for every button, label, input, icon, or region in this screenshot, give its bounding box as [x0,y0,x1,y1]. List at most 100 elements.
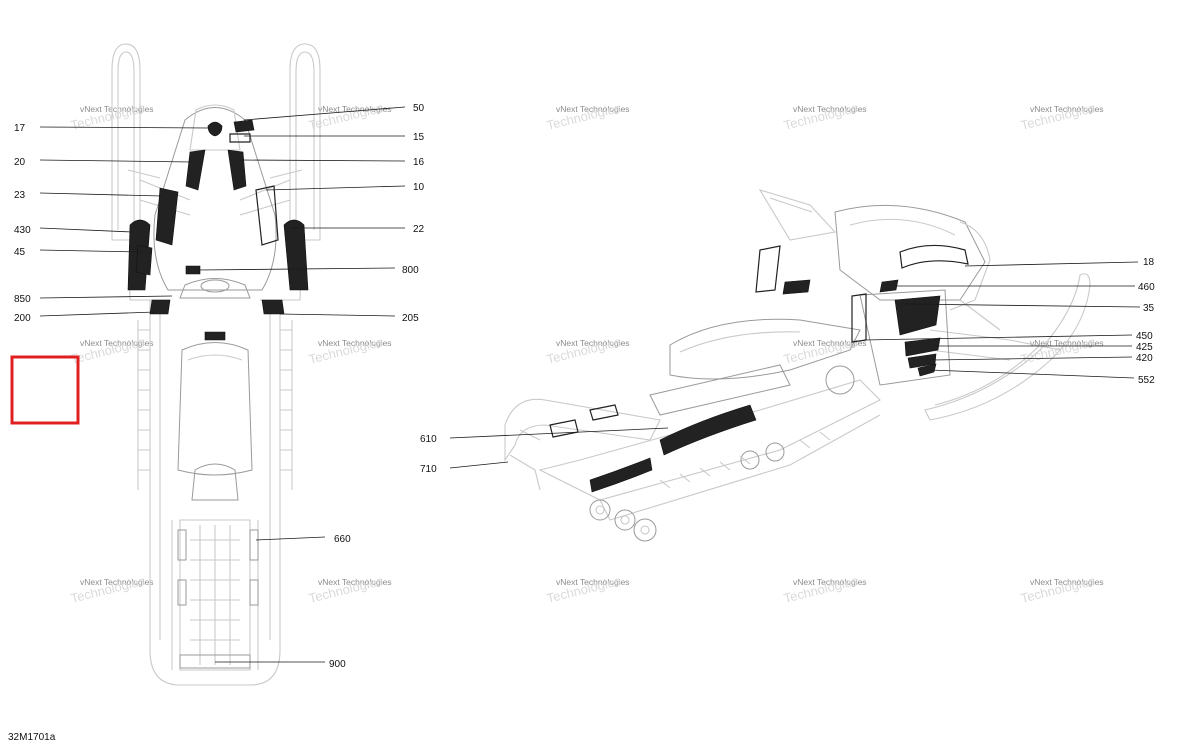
watermark: vNext Technologies Technologies [782,334,866,367]
decal-45 [135,244,153,276]
watermark: vNext Technologies Technologies [1019,573,1103,606]
svg-text:vNext Technologies: vNext Technologies [318,338,392,348]
watermark: vNext Technologies Technologies [782,100,866,133]
decal-552 [917,363,937,377]
watermark: vNext Technologies Technologies [1019,100,1103,133]
callout-900: 900 [329,659,346,670]
decal-tunnel-plate [589,404,619,421]
bogie-wheel [633,518,657,542]
ski-perspective [924,273,1091,421]
highlight-box[interactable] [10,355,80,425]
leader-16 [239,159,406,162]
svg-text:vNext Technologies: vNext Technologies [1030,338,1104,348]
bogie-wheel [614,509,636,531]
watermark: vNext Technologies Technologies [545,100,629,133]
watermark: vNext Technologies Technologies [545,334,629,367]
top-view-snowmobile [111,43,321,686]
left-ski [111,43,141,241]
svg-text:vNext Technologies: vNext Technologies [1030,104,1104,114]
leader-710 [449,461,509,469]
decal-mid-panel [782,279,811,295]
svg-text:vNext Technologies: vNext Technologies [556,338,630,348]
leader-35 [904,303,1141,308]
leader-45 [39,249,141,253]
callout-17: 17 [14,123,26,134]
callout-450: 450 [1136,331,1153,342]
callout-18: 18 [1143,257,1155,268]
svg-text:vNext Technologies: vNext Technologies [80,104,154,114]
decal-16 [227,149,247,191]
tunnel-perspective [538,379,881,501]
watermark: vNext Technologies Technologies [545,573,629,606]
decal-side-hood [755,245,781,293]
leader-200 [39,311,156,317]
svg-text:vNext Technologies: vNext Technologies [1030,577,1104,587]
callout-50: 50 [413,103,425,114]
callout-850: 850 [14,294,31,305]
svg-text:vNext Technologies: vNext Technologies [318,577,392,587]
leader-610 [449,427,669,439]
leader-lines-perspective [449,261,1141,469]
leader-420 [931,356,1133,361]
leader-850 [39,295,173,299]
decal-200 [149,299,171,315]
svg-text:vNext Technologies: vNext Technologies [80,338,154,348]
decal-50 [233,119,255,133]
watermark: vNext Technologies Technologies [782,573,866,606]
leader-lines-top-view [39,106,406,663]
leader-17 [39,126,209,129]
watermark: vNext Technologies Technologies [307,334,391,367]
decal-460 [879,279,899,293]
decal-tunnel-plate [549,419,579,438]
perspective-snowmobile [504,189,1091,542]
callout-425: 425 [1136,342,1153,353]
callout-420: 420 [1136,353,1153,364]
callout-15: 15 [413,132,425,143]
leader-50 [243,106,406,121]
callout-610: 610 [420,434,437,445]
leader-552 [929,369,1135,379]
decal-logo-top [204,331,226,341]
callout-710: 710 [420,464,437,475]
svg-text:vNext Technologies: vNext Technologies [793,577,867,587]
decal-18 [899,244,969,269]
decal-22 [283,219,309,291]
callout-23: 23 [14,190,26,201]
svg-text:vNext Technologies: vNext Technologies [793,338,867,348]
callout-20: 20 [14,157,26,168]
svg-text:vNext Technologies: vNext Technologies [80,577,154,587]
callout-430: 430 [14,225,31,236]
svg-text:vNext Technologies: vNext Technologies [318,104,392,114]
decal-425 [904,337,941,357]
right-ski [289,43,321,241]
hood-perspective [834,204,986,301]
leader-20 [39,159,193,163]
callout-16: 16 [413,157,425,168]
watermark: vNext Technologies Technologies [307,573,391,606]
callout-800: 800 [402,265,419,276]
leader-660 [255,536,326,541]
leader-205 [279,313,396,317]
leader-23 [39,192,163,197]
decal-20 [185,149,206,191]
decal-800 [185,265,201,275]
leader-450 [863,334,1133,341]
callout-45: 45 [14,247,26,258]
figure-code: 32M1701a [8,732,56,743]
leader-18 [964,261,1139,267]
leader-430 [39,227,133,233]
svg-text:vNext Technologies: vNext Technologies [556,104,630,114]
callout-660: 660 [334,534,351,545]
watermark: vNext Technologies Technologies [69,573,153,606]
callouts: 17 20 23 430 45 850 200 50 15 16 10 22 8… [14,103,1155,670]
watermark: vNext Technologies Technologies [1019,334,1103,367]
callout-35: 35 [1143,303,1155,314]
rear-bumper [504,398,661,462]
callout-200: 200 [14,313,31,324]
windshield [758,189,837,241]
decal-23 [155,187,179,246]
tunnel-outline [149,300,281,686]
callout-205: 205 [402,313,419,324]
leader-800 [197,267,396,271]
